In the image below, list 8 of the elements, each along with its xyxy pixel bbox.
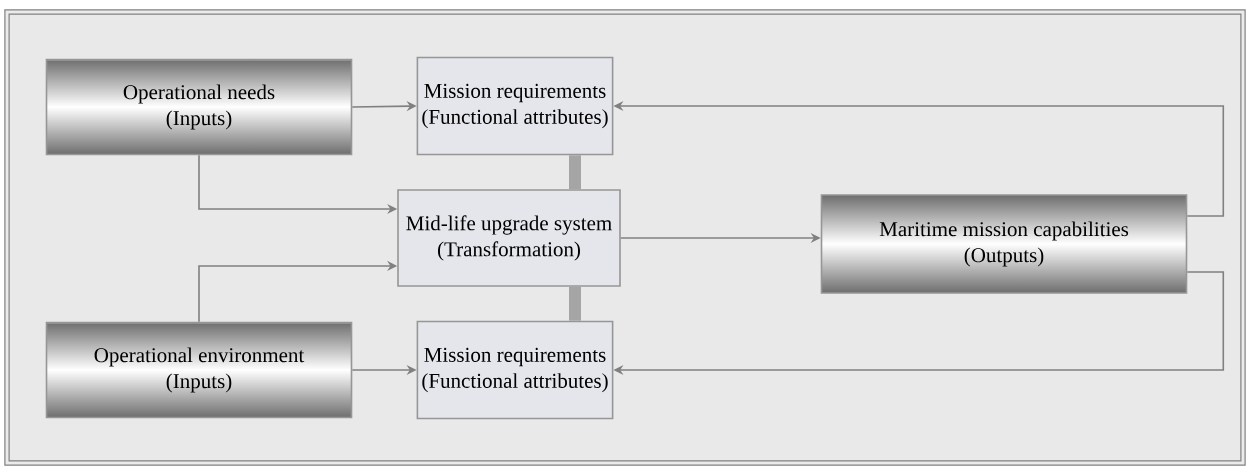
marble-box: Mission requirements (Functional attributes) (416, 56, 614, 156)
metallic-box: Maritime mission capabilities (Outputs) (820, 194, 1188, 294)
metallic-box: Operational needs (Inputs) (45, 58, 353, 156)
marble-box: Mission requirements (Functional attributes) (416, 320, 614, 420)
connector-bar (569, 155, 581, 190)
connector-bar (569, 286, 581, 321)
marble-box: Mid-life upgrade system (Transformation) (397, 189, 621, 287)
metallic-box: Operational environment (Inputs) (45, 321, 353, 419)
